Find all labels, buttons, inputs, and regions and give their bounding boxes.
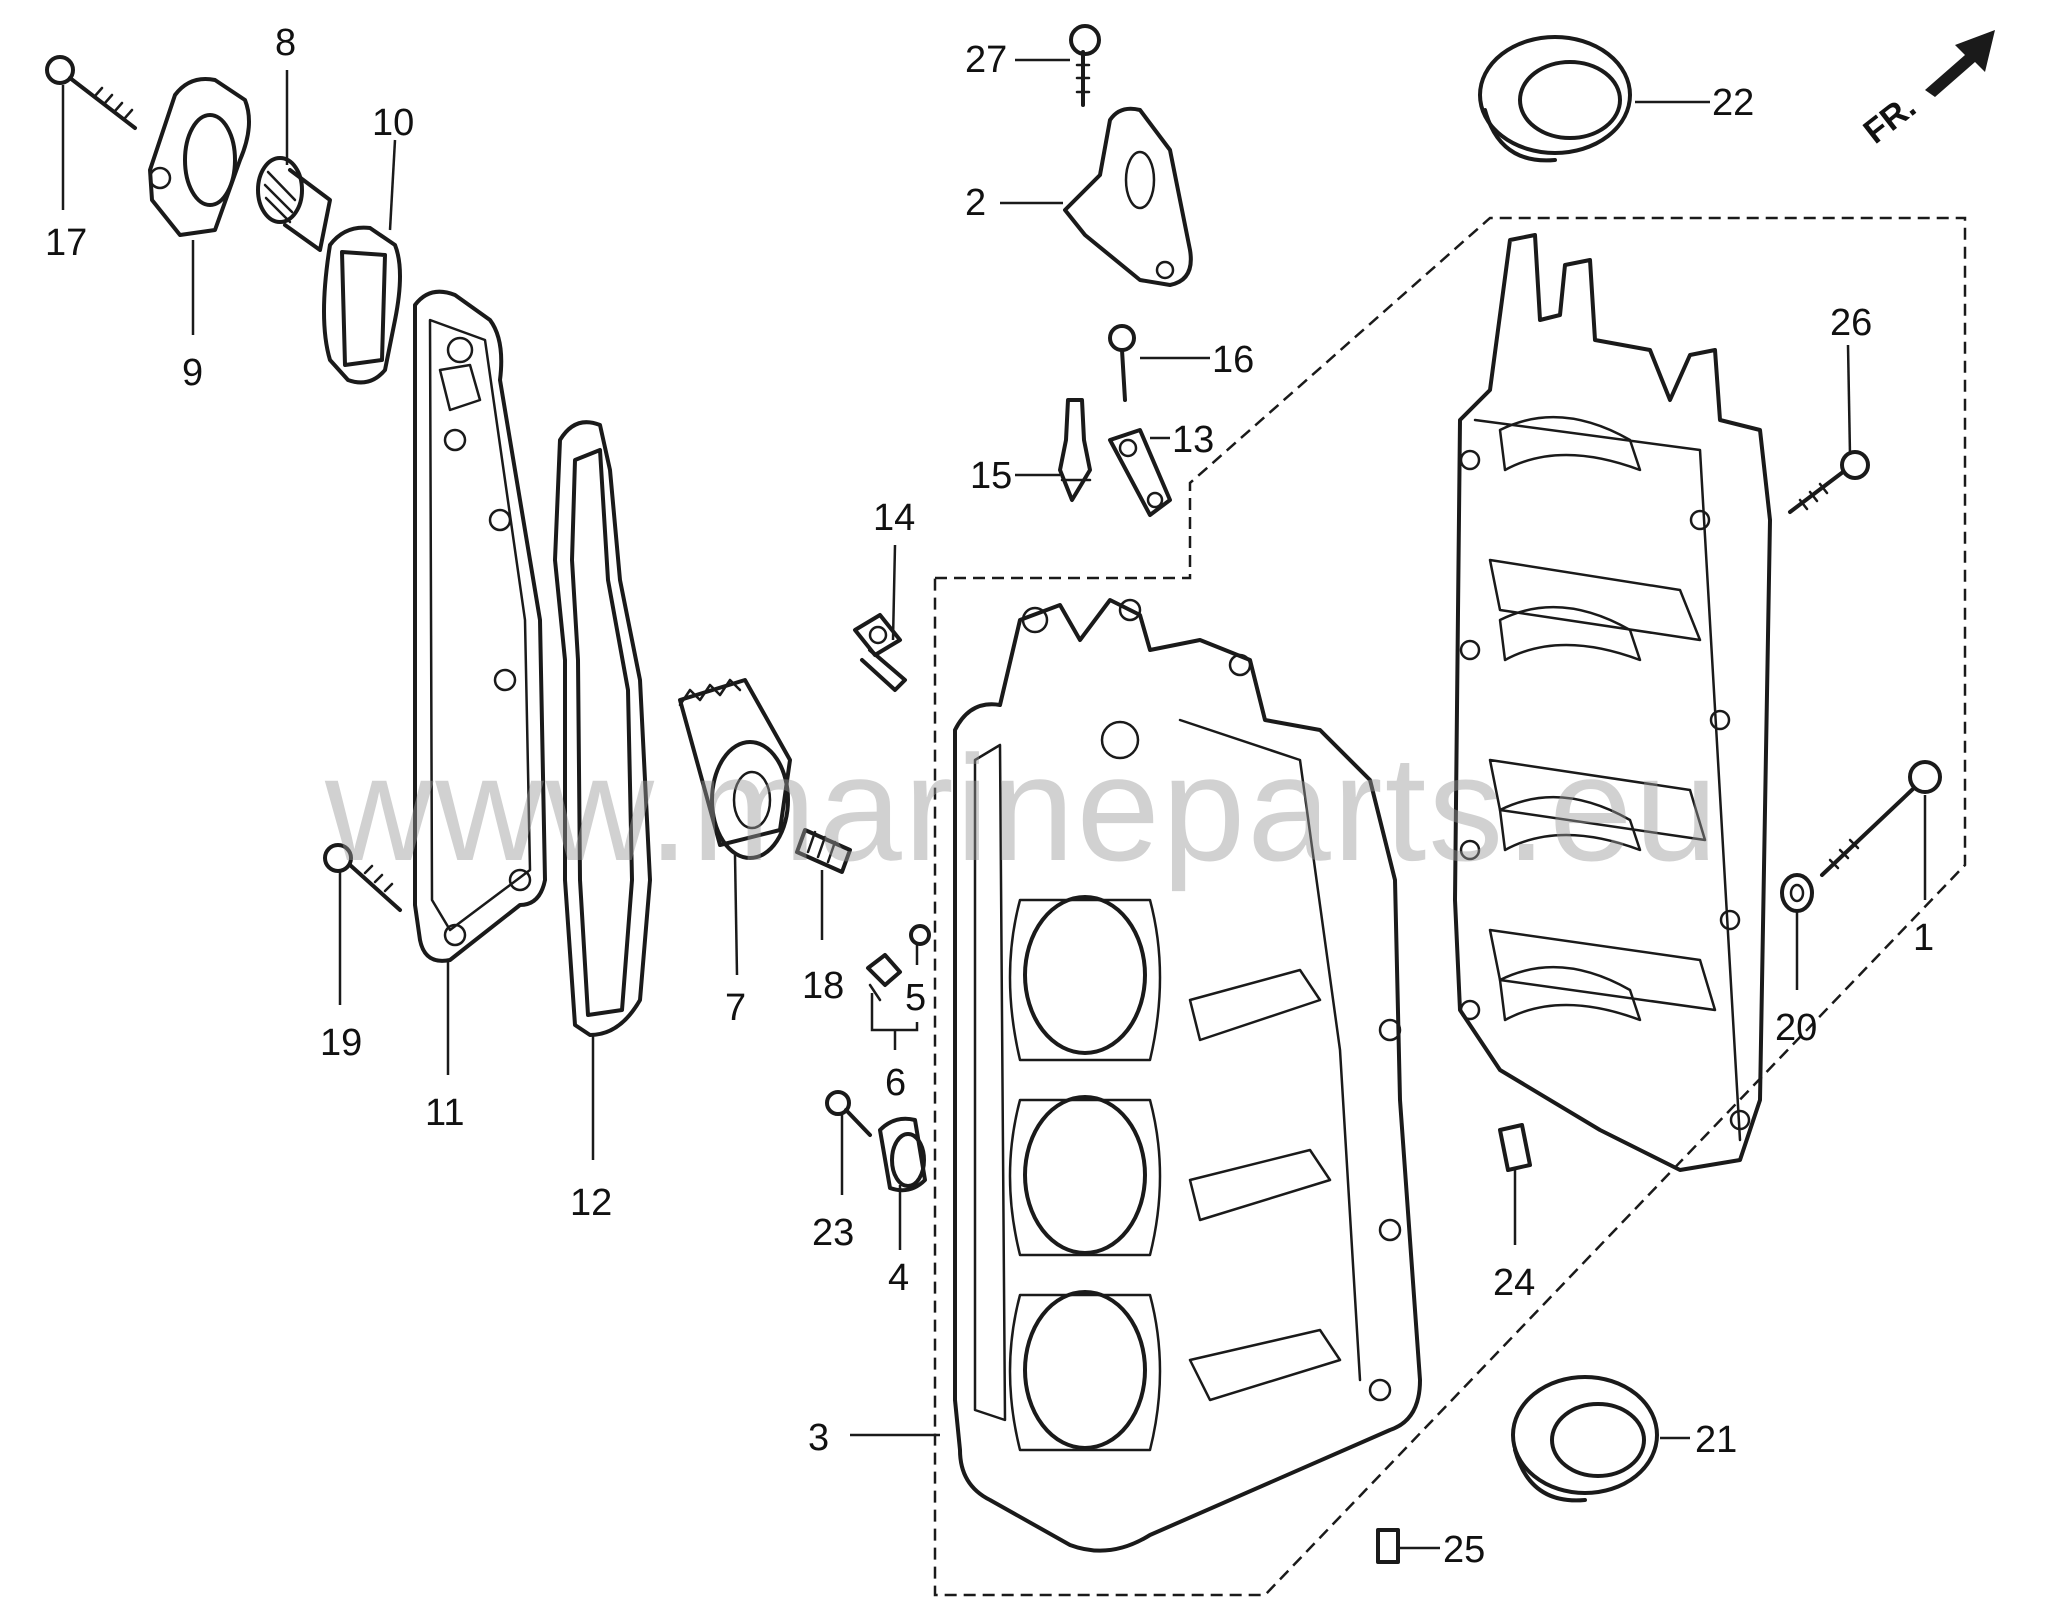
part-bolt-27 xyxy=(1069,24,1101,107)
part-thermostat-cover-9 xyxy=(148,77,251,237)
callout-20: 20 xyxy=(1775,1007,1817,1049)
callout-21: 21 xyxy=(1695,1419,1737,1461)
part-bolt-19 xyxy=(323,843,402,912)
front-direction-indicator: FR. xyxy=(1857,30,1995,151)
callout-leader-lines xyxy=(61,58,1927,1550)
callout-22: 22 xyxy=(1712,82,1754,124)
part-cylinder-block-3 xyxy=(953,598,1422,1553)
watermark: www.marineparts.eu xyxy=(324,724,1720,892)
callout-25: 25 xyxy=(1443,1529,1485,1571)
part-bolt-16 xyxy=(1108,324,1136,402)
part-sensor-15 xyxy=(1058,398,1092,502)
part-bolt-1 xyxy=(1820,760,1942,877)
callout-13: 13 xyxy=(1172,419,1214,461)
callout-9: 9 xyxy=(182,352,203,394)
callout-6: 6 xyxy=(885,1062,906,1104)
callout-11: 11 xyxy=(425,1092,464,1134)
part-washer-20 xyxy=(1780,873,1814,913)
callout-10: 10 xyxy=(372,102,414,144)
part-oil-filter-7 xyxy=(678,678,792,860)
part-dowel-25 xyxy=(1376,1528,1400,1564)
part-gasket-12 xyxy=(553,420,652,1037)
part-clamp-13 xyxy=(1108,428,1172,517)
part-bracket-2 xyxy=(1063,106,1193,287)
callout-19: 19 xyxy=(320,1022,362,1064)
front-arrow-icon xyxy=(1925,30,1995,97)
callout-3: 3 xyxy=(808,1417,829,1459)
part-sensor-14 xyxy=(853,613,907,692)
part-stud-18 xyxy=(795,828,852,874)
callout-16: 16 xyxy=(1212,339,1254,381)
part-drain-5-6 xyxy=(866,924,931,1002)
callout-12: 12 xyxy=(570,1182,612,1224)
callout-14: 14 xyxy=(873,497,915,539)
front-label: FR. xyxy=(1857,88,1924,152)
callout-26: 26 xyxy=(1830,302,1872,344)
callout-18: 18 xyxy=(802,965,844,1007)
callout-4: 4 xyxy=(888,1257,909,1299)
part-bolt-23 xyxy=(825,1090,872,1137)
callout-15: 15 xyxy=(970,455,1012,497)
callout-8: 8 xyxy=(275,22,296,64)
assembly-outline xyxy=(933,216,1967,1597)
part-bolt-17 xyxy=(45,55,137,130)
callout-23: 23 xyxy=(812,1212,854,1254)
part-oil-seal-21 xyxy=(1511,1375,1659,1503)
part-damper-4 xyxy=(878,1116,927,1193)
callout-7: 7 xyxy=(725,987,746,1029)
part-bolt-26 xyxy=(1788,450,1870,514)
part-oil-seal-22 xyxy=(1478,35,1632,163)
part-dowel-24 xyxy=(1498,1123,1532,1172)
callout-24: 24 xyxy=(1493,1262,1535,1304)
callout-2: 2 xyxy=(965,182,986,224)
part-head-cover-11 xyxy=(413,289,547,963)
callout-17: 17 xyxy=(45,222,87,264)
callout-5: 5 xyxy=(905,977,926,1019)
part-thermostat-8 xyxy=(256,156,332,252)
callout-27: 27 xyxy=(965,39,1007,81)
part-crankcase xyxy=(1453,233,1772,1172)
callout-1: 1 xyxy=(1913,917,1934,959)
part-gasket-10 xyxy=(322,225,402,385)
